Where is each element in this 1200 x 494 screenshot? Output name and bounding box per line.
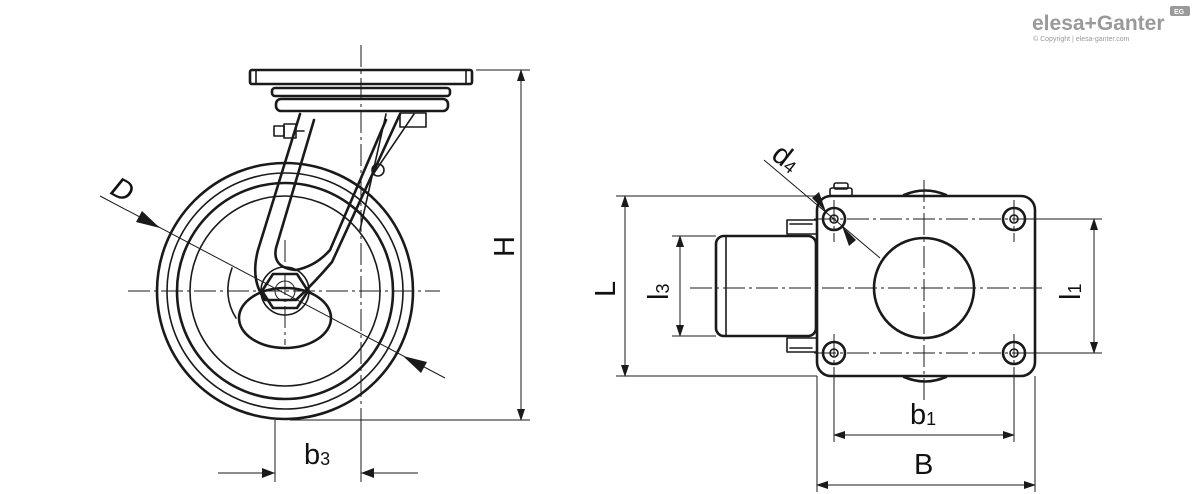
label-L: L [590, 281, 622, 297]
dimension-H: H [290, 69, 530, 421]
dimension-b3: b3 [218, 420, 418, 482]
label-d4: d4 [766, 138, 806, 179]
label-l3: l3 [643, 284, 675, 300]
fork-block [714, 219, 818, 353]
dimension-B: B [816, 376, 1036, 492]
dimension-l1: l1 [1030, 218, 1102, 354]
label-D: D [105, 171, 139, 209]
top-view: d4 L l3 l1 [590, 138, 1102, 492]
grease-nipple [273, 123, 305, 139]
label-B: B [914, 449, 933, 481]
label-H: H [489, 236, 521, 257]
svg-text:EG: EG [1174, 9, 1185, 16]
swivel-fork [227, 112, 415, 319]
brand-logo: elesa+Ganter EG © Copyright | elesa-gant… [1032, 6, 1190, 43]
dimension-b1: b1 [833, 370, 1015, 442]
label-l1: l1 [1055, 284, 1087, 300]
dimension-L: L [590, 195, 817, 377]
brand-name: elesa+Ganter [1032, 12, 1165, 35]
brand-copyright: © Copyright | elesa-ganter.com [1033, 35, 1130, 43]
label-b3: b3 [304, 439, 330, 471]
top-grease-nipple [829, 182, 853, 197]
dimension-l3: l3 [643, 235, 716, 337]
plate-square [815, 194, 1037, 378]
label-b1: b1 [910, 399, 936, 431]
side-view: D H b3 [99, 45, 530, 482]
brand-badge [1170, 6, 1190, 16]
